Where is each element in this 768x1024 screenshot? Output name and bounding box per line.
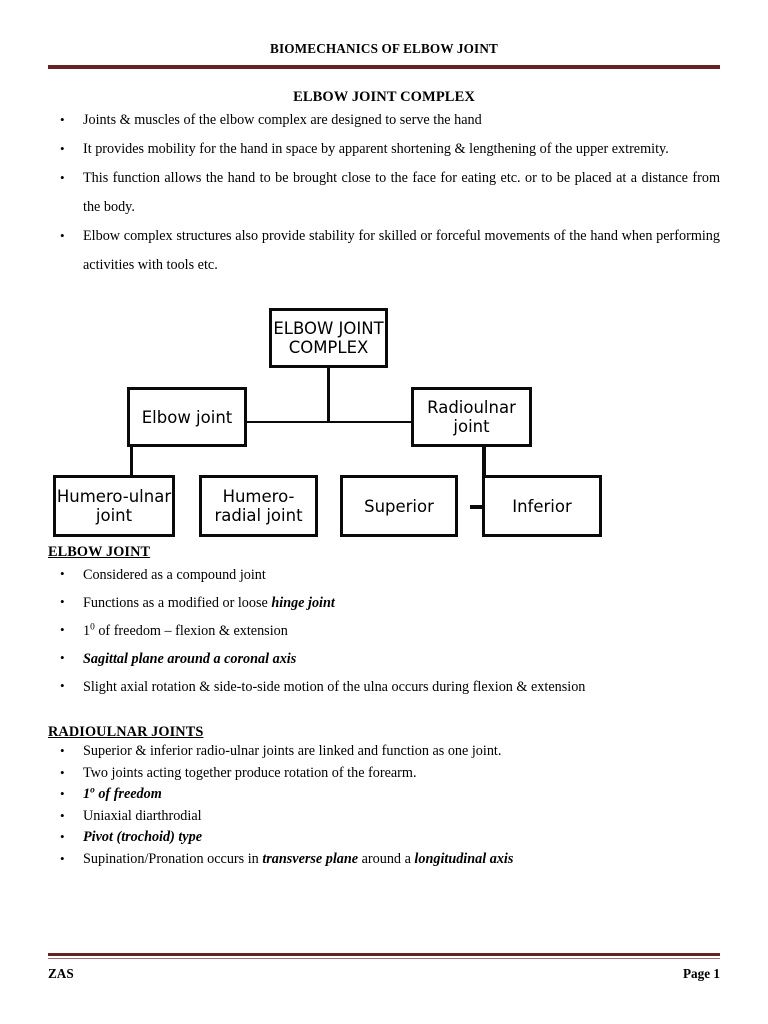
bullet-text-rest: of freedom xyxy=(94,786,162,802)
degrees-superscript: 0 xyxy=(90,622,95,633)
footer-divider-rule-top xyxy=(48,952,720,956)
list-item: This function allows the hand to be brou… xyxy=(48,163,720,222)
footer-divider-rule-bottom xyxy=(48,957,720,959)
list-item: Pivot (trochoid) type xyxy=(48,826,720,849)
elbow-joint-complex-flowchart: ELBOW JOINT COMPLEX Elbow joint Radiouln… xyxy=(48,298,720,543)
list-item: Superior & inferior radio-ulnar joints a… xyxy=(48,740,720,763)
bullet-text-emphasis: hinge joint xyxy=(271,595,335,611)
diagram-node-radioulnar-joint[interactable]: Radioulnar joint xyxy=(411,387,532,447)
elbow-joint-bullet-list: Considered as a compound joint Functions… xyxy=(48,560,720,701)
degrees-value: 1 xyxy=(83,623,91,639)
list-item: Joints & muscles of the elbow complex ar… xyxy=(48,105,720,135)
footer-author: ZAS xyxy=(48,966,74,981)
diagram-node-humero-radial-joint[interactable]: Humero-radial joint xyxy=(199,475,318,537)
diagram-node-humero-ulnar-joint[interactable]: Humero-ulnar joint xyxy=(53,475,175,537)
list-item: Sagittal plane around a coronal axis xyxy=(48,644,720,673)
degrees-superscript: o xyxy=(90,785,95,796)
header-title: BIOMECHANICS OF ELBOW JOINT xyxy=(270,41,498,56)
section-title: ELBOW JOINT COMPLEX xyxy=(293,89,475,105)
bullet-text-emphasis: transverse plane xyxy=(262,850,359,867)
list-item: Functions as a modified or loose hinge j… xyxy=(48,588,720,617)
list-item: Elbow complex structures also provide st… xyxy=(48,221,720,280)
diagram-node-elbow-joint-complex[interactable]: ELBOW JOINT COMPLEX xyxy=(269,308,388,368)
intro-bullet-list: Joints & muscles of the elbow complex ar… xyxy=(48,105,720,280)
bullet-text-emphasis-2: longitudinal axis xyxy=(414,850,514,867)
diagram-node-superior[interactable]: Superior xyxy=(340,475,458,537)
connector-root-vertical xyxy=(327,367,330,423)
bullet-text-prefix: Supination/Pronation occurs in xyxy=(83,850,263,867)
diagram-node-elbow-joint[interactable]: Elbow joint xyxy=(127,387,247,447)
radioulnar-joints-heading: RADIOULNAR JOINTS xyxy=(48,724,204,740)
radioulnar-joints-heading-row: RADIOULNAR JOINTS xyxy=(48,723,720,741)
document-header: BIOMECHANICS OF ELBOW JOINT xyxy=(48,0,720,69)
footer-row: ZAS Page 1 xyxy=(48,966,720,982)
list-item: 10 of freedom – flexion & extension xyxy=(48,616,720,645)
list-item: Two joints acting together produce rotat… xyxy=(48,762,720,785)
list-item: Considered as a compound joint xyxy=(48,560,720,589)
diagram-node-inferior[interactable]: Inferior xyxy=(482,475,602,537)
connector-horizontal-bus xyxy=(207,421,492,423)
degrees-value: 1 xyxy=(83,786,91,802)
bullet-text-emphasis: Sagittal plane around a coronal axis xyxy=(83,651,297,667)
list-item: It provides mobility for the hand in spa… xyxy=(48,134,720,164)
elbow-joint-heading: ELBOW JOINT xyxy=(48,544,151,560)
bullet-text-rest: of freedom – flexion & extension xyxy=(94,623,288,639)
bullet-text-prefix: Functions as a modified or loose xyxy=(83,595,272,611)
elbow-joint-heading-row: ELBOW JOINT xyxy=(48,543,720,561)
list-item: Uniaxial diarthrodial xyxy=(48,805,720,828)
list-item: Supination/Pronation occurs in transvers… xyxy=(48,848,720,871)
list-item: Slight axial rotation & side-to-side mot… xyxy=(48,672,720,701)
footer-page-number: Page 1 xyxy=(683,966,720,981)
bullet-text-emphasis: Pivot (trochoid) type xyxy=(83,829,202,845)
header-divider-rule xyxy=(48,65,720,69)
radioulnar-joints-bullet-list: Superior & inferior radio-ulnar joints a… xyxy=(48,740,720,871)
list-item: 1o of freedom xyxy=(48,783,720,806)
footer-divider-gap xyxy=(48,955,720,958)
document-footer: ZAS Page 1 xyxy=(48,952,720,983)
bullet-text-mid: around a xyxy=(358,850,415,867)
